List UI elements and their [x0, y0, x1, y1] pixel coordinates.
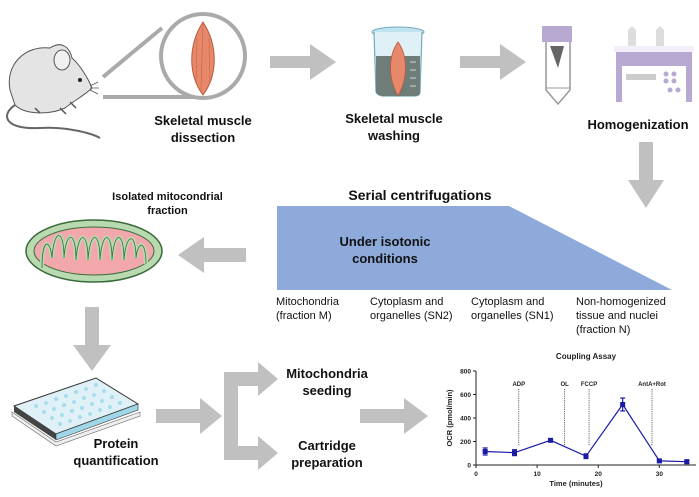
mouse-illustration [6, 44, 101, 139]
y-tick-label: 600 [460, 392, 471, 399]
step-cartridge-label: Cartridge preparation [291, 438, 363, 470]
beaker-icon [371, 26, 425, 97]
arrow-right-icon [460, 44, 526, 80]
arrow-down-icon [628, 142, 664, 208]
arrow-right-icon [360, 398, 428, 434]
arrow-right-icon [156, 398, 222, 434]
well-plate-icon [11, 377, 141, 447]
chart-title: Coupling Assay [556, 352, 617, 361]
injection-label: OL [560, 382, 569, 388]
data-point [656, 458, 662, 464]
fraction-m-label: Mitochondria (fraction M) [276, 296, 339, 322]
fraction-n-label: Non-homogenized tissue and nuclei (fract… [576, 296, 666, 336]
step-protein-label: Protein quantification [73, 436, 159, 468]
step-dissection-label: Skeletal muscle dissection [154, 113, 252, 145]
data-point [512, 450, 517, 456]
step-washing-label: Skeletal muscle washing [345, 111, 443, 143]
centrifugation-trapezoid [277, 206, 672, 290]
split-arrow-icon [224, 362, 278, 470]
y-tick-label: 0 [467, 463, 471, 470]
arrow-right-icon [270, 44, 336, 80]
muscle-icon [191, 21, 215, 96]
data-point [583, 453, 589, 459]
y-tick-label: 800 [460, 369, 471, 376]
injection-label: FCCP [581, 382, 597, 388]
mitochondrion-icon [25, 219, 163, 283]
step-seeding-label: Mitochondria seeding [286, 366, 368, 398]
y-tick-label: 400 [460, 416, 471, 423]
data-point [482, 448, 488, 454]
injection-label: AntA+Rot [638, 382, 666, 388]
x-tick-label: 20 [595, 471, 603, 478]
x-axis-label: Time (minutes) [549, 479, 603, 488]
centrifugation-title: Serial centrifugations [348, 187, 492, 203]
x-tick-label: 0 [474, 471, 478, 478]
homogenizer-tube-icon [542, 26, 572, 106]
fraction-sn1-label: Cytoplasm and organelles (SN1) [471, 296, 554, 322]
x-tick-label: 10 [533, 471, 541, 478]
arrow-left-icon [178, 237, 246, 273]
step-homogenization-label: Homogenization [587, 117, 689, 132]
homogenizer-device-icon [614, 26, 694, 102]
x-tick-label: 30 [656, 471, 664, 478]
y-axis-label: OCR (pmol/min) [445, 389, 454, 447]
data-point [548, 437, 554, 443]
magnifier-lens [101, 12, 247, 100]
fraction-sn2-label: Cytoplasm and organelles (SN2) [370, 296, 453, 322]
isolated-fraction-label: Isolated mitocondrial fraction [112, 191, 223, 217]
data-point [684, 459, 690, 465]
y-tick-label: 200 [460, 439, 471, 446]
data-point [620, 401, 626, 407]
arrow-down-icon [73, 307, 111, 371]
injection-label: ADP [512, 382, 525, 388]
isotonic-conditions-label: Under isotonic conditions [339, 234, 431, 266]
